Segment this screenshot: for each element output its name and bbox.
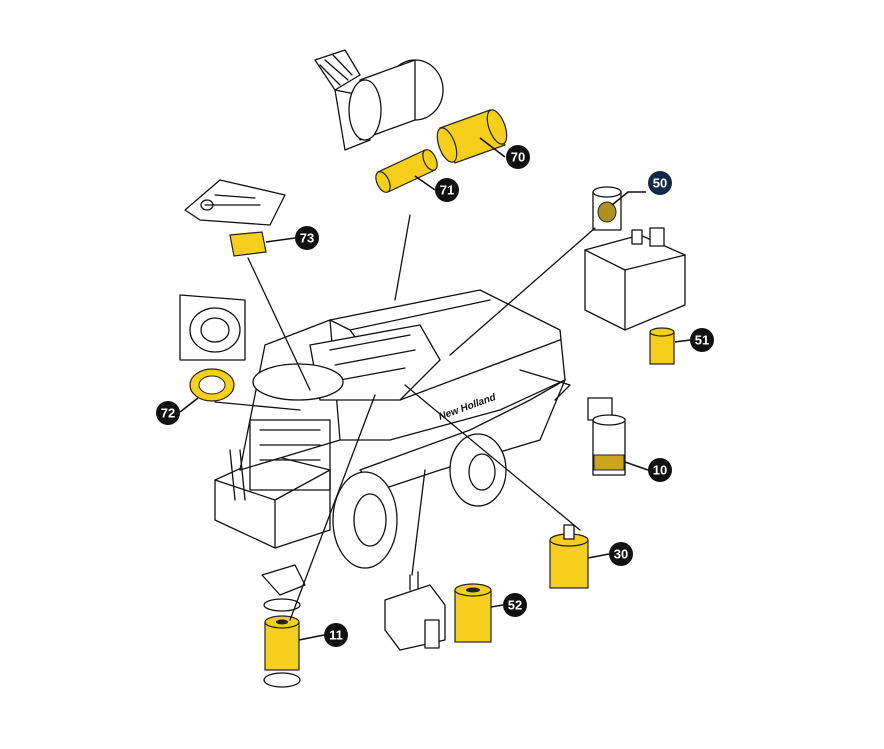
callout-72: 72 [156, 397, 199, 425]
filter-72 [189, 368, 235, 402]
filter-30 [549, 524, 589, 589]
filter-70 [436, 109, 508, 164]
filter-52 [454, 583, 492, 643]
oil-filter-head [261, 564, 306, 688]
hydraulic-tank [584, 186, 686, 331]
svg-text:30: 30 [614, 547, 628, 562]
callout-51: 51 [674, 328, 714, 352]
cab-filter-location [184, 179, 286, 226]
filter-11 [264, 615, 300, 671]
svg-text:50: 50 [653, 176, 667, 191]
svg-text:10: 10 [653, 463, 667, 478]
callout-11: 11 [298, 623, 348, 647]
combine-harvester: New Holland [214, 289, 571, 569]
svg-text:52: 52 [508, 598, 522, 613]
svg-text:51: 51 [695, 333, 709, 348]
cab-air-housing [179, 294, 246, 361]
svg-text:73: 73 [300, 231, 314, 246]
callout-71: 71 [414, 175, 459, 202]
callout-10: 10 [624, 458, 672, 482]
svg-text:11: 11 [329, 628, 343, 643]
filter-73 [229, 231, 267, 257]
svg-text:71: 71 [440, 183, 454, 198]
filter-71 [375, 149, 438, 193]
fuel-prefilter [587, 397, 626, 476]
callout-30: 30 [587, 542, 633, 566]
location-leaders [214, 214, 596, 621]
callout-70: 70 [479, 137, 530, 169]
callout-50: 50 [611, 171, 672, 206]
svg-text:70: 70 [511, 150, 525, 165]
filter-51 [649, 327, 675, 365]
callout-52: 52 [490, 593, 527, 617]
fuel-pump-assembly [384, 571, 446, 651]
svg-text:72: 72 [161, 406, 175, 421]
callout-73: 73 [265, 226, 319, 250]
air-intake-assembly [314, 49, 444, 151]
